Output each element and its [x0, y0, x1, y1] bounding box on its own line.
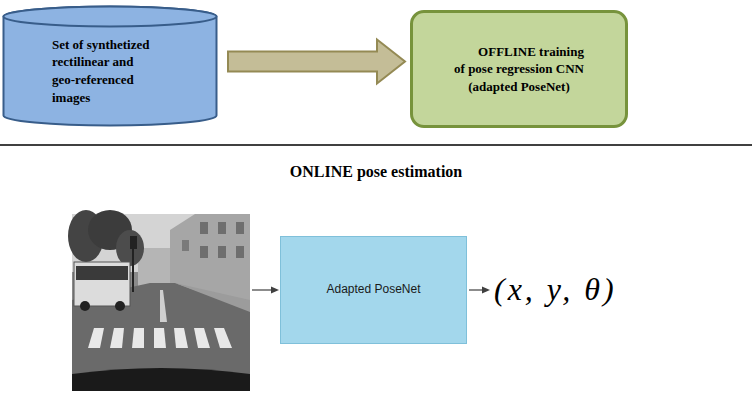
node-text: OFFLINE training — [478, 43, 584, 61]
pose-output: (x, y, θ) — [494, 270, 617, 308]
photo-lane-mark — [160, 290, 167, 322]
photo-crosswalk — [88, 328, 104, 348]
photo-crosswalk — [154, 328, 166, 348]
street-photo — [68, 210, 250, 391]
photo-crosswalk — [110, 328, 124, 348]
node-text: Set of synthetized rectilinear and geo-r… — [52, 36, 154, 106]
photo-window — [182, 240, 189, 251]
photo-crosswalk — [132, 328, 144, 348]
node-text: Adapted PoseNet — [326, 282, 420, 298]
photo-bus — [74, 262, 130, 306]
photo-bus-window — [76, 266, 128, 280]
photo-traffic-light — [130, 236, 137, 249]
photo-crosswalk — [194, 328, 210, 348]
input-arrow-line — [252, 289, 272, 290]
node-text: of pose regression CNN (adapted PoseNet) — [451, 60, 587, 95]
photo-tree — [116, 230, 144, 266]
photo-window — [236, 222, 244, 234]
section-heading: ONLINE pose estimation — [0, 162, 752, 181]
database-cylinder: Set of synthetized rectilinear and geo-r… — [2, 5, 218, 127]
photo-window — [218, 246, 226, 258]
output-arrow-head — [482, 287, 490, 294]
output-arrow-line — [469, 289, 483, 290]
photo-crosswalk — [174, 328, 188, 348]
photo-window — [200, 222, 208, 234]
cylinder-top — [4, 7, 217, 27]
photo-wheel — [115, 301, 125, 311]
photo-window — [236, 246, 244, 258]
photo-dashboard — [72, 368, 250, 391]
section-divider — [0, 144, 752, 146]
photo-window — [218, 222, 226, 234]
photo-window — [200, 246, 208, 258]
photo-crosswalk — [214, 328, 232, 348]
training-box: OFFLINE trainingof pose regression CNN (… — [410, 10, 628, 128]
input-arrow-head — [271, 287, 279, 294]
block-arrow — [228, 40, 405, 84]
network-box: Adapted PoseNet — [280, 236, 467, 344]
cylinder-body — [4, 7, 217, 126]
photo-wheel — [80, 301, 90, 311]
photo-sidewalk — [175, 283, 250, 312]
